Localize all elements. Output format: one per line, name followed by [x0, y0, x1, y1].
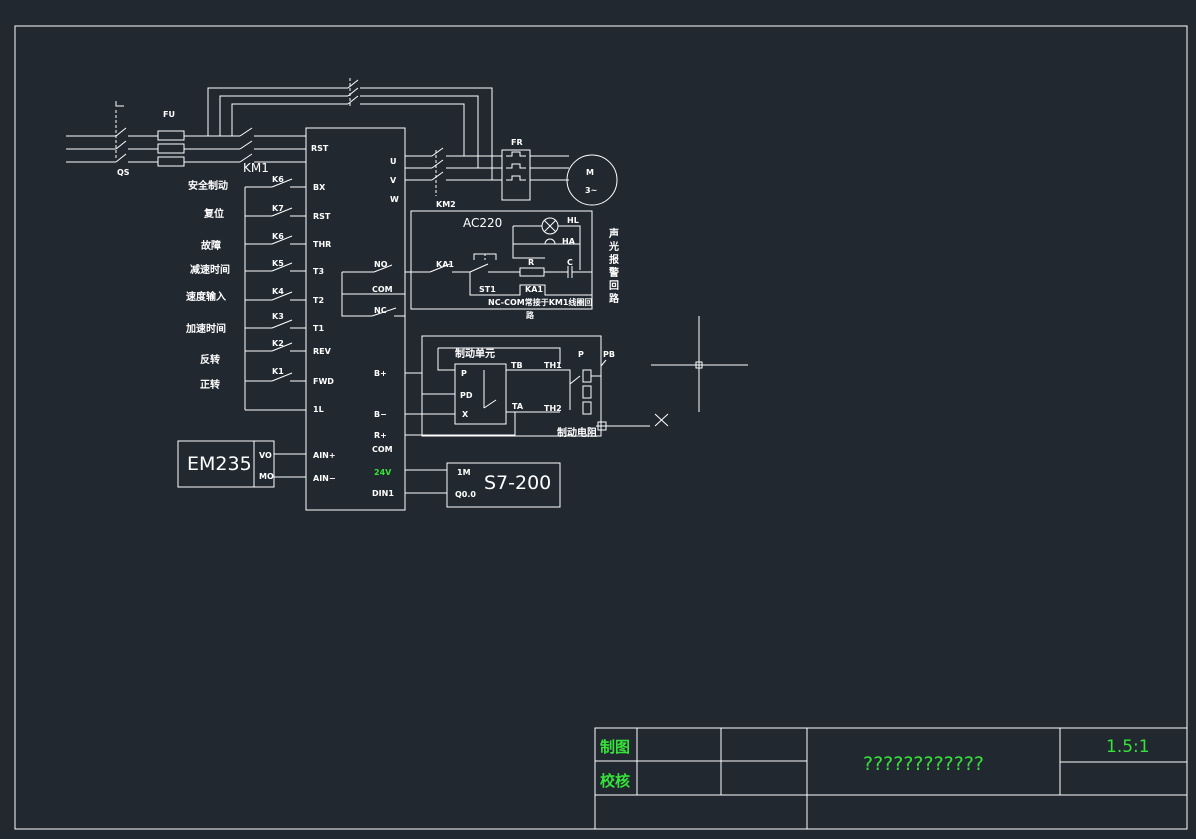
- fu-label: FU: [163, 110, 175, 119]
- r-label: R: [528, 258, 534, 267]
- alarm-text-4: 警: [608, 266, 619, 279]
- switch-k6b: K6: [272, 232, 284, 241]
- vfd-term-nc: NC: [374, 306, 387, 315]
- vfd-term-t1: T1: [313, 324, 324, 333]
- s7200-q00: Q0.0: [455, 490, 476, 499]
- func-fault: 故障: [201, 239, 221, 252]
- alarm-text-3: 报: [609, 253, 619, 266]
- nc-com-note: NC-COM常接于KM1线圈回: [488, 297, 592, 307]
- brake-circuit: 制动单元 P PD X TB TA TH1 TH2 P PB 制动电阻: [405, 335, 669, 439]
- title-block: 制图 校核 ???????????? 1.5:1: [594, 727, 1188, 830]
- switch-k5: K5: [272, 259, 284, 268]
- func-reverse: 反转: [200, 353, 220, 366]
- motor-m-label: M: [586, 168, 594, 177]
- em235-label: EM235: [187, 453, 252, 475]
- crosshair-cursor-icon: [651, 316, 748, 412]
- switch-k2: K2: [272, 339, 284, 348]
- ka1-label: KA1: [436, 260, 454, 269]
- km2-label: KM2: [436, 200, 456, 209]
- func-reset: 复位: [203, 207, 224, 220]
- switch-k6: K6: [272, 175, 284, 184]
- em235-mo: MO: [259, 472, 274, 481]
- vfd-term-rst: RST: [311, 144, 329, 153]
- func-speed-input: 速度输入: [186, 290, 226, 303]
- vfd-left-terminals: RST BX RST THR T3 T2 T1 REV FWD 1L AIN+ …: [311, 144, 336, 483]
- br-terminal-p: P: [578, 350, 584, 359]
- drawing-name: ????????????: [863, 753, 984, 775]
- switch-k7: K7: [272, 204, 284, 213]
- bu-terminal-pd: PD: [460, 391, 473, 400]
- switch-k3: K3: [272, 312, 284, 321]
- fr-label: FR: [511, 138, 523, 147]
- alarm-circuit: AC220 HL HA R C KA1 ST1: [341, 210, 620, 320]
- input-switch-wiring: K6 K7 K6 K5 K4 K3 K2 K1 安全制动 复位 故障 减速时间 …: [185, 175, 306, 411]
- vfd-term-no: NO: [374, 260, 388, 269]
- motor-output: KM2 FR M 3~: [405, 138, 618, 209]
- s7200-1m: 1M: [457, 468, 471, 477]
- br-terminal-th1: TH1: [544, 361, 562, 370]
- ha-label: HA: [562, 237, 576, 246]
- vfd-term-ain-minus: AIN−: [313, 474, 336, 483]
- vfd-term-rst2: RST: [313, 212, 331, 221]
- bu-terminal-x: X: [462, 410, 469, 419]
- func-forward: 正转: [200, 378, 220, 391]
- em235-module: EM235 VO MO: [177, 440, 306, 488]
- motor-3ph-label: 3~: [585, 186, 597, 195]
- motor-symbol: [566, 154, 618, 206]
- brake-unit-label: 制动单元: [455, 347, 495, 360]
- alarm-text-5: 回: [609, 280, 619, 292]
- scale-value: 1.5:1: [1106, 737, 1150, 757]
- s7200-label: S7-200: [484, 472, 551, 494]
- vfd-term-ain-plus: AIN+: [313, 451, 336, 460]
- drawn-by-label: 制图: [600, 738, 630, 756]
- checked-by-label: 校核: [600, 772, 630, 790]
- vfd-term-1l: 1L: [313, 405, 324, 414]
- vfd-term-bx: BX: [313, 183, 326, 192]
- alarm-text-2: 光: [608, 240, 619, 253]
- vfd-term-24v: 24V: [374, 468, 392, 477]
- s7200-module: S7-200 1M Q0.0: [405, 462, 561, 508]
- vfd-term-com2: COM: [372, 445, 393, 454]
- vfd-body: [305, 127, 406, 511]
- vfd-term-din1: DIN1: [372, 489, 394, 498]
- c-label: C: [567, 258, 573, 267]
- vfd-term-w: W: [390, 195, 399, 204]
- br-terminal-th2: TH2: [544, 404, 562, 413]
- brake-resistor-label: 制动电阻: [557, 426, 597, 439]
- km1-label: KM1: [243, 161, 269, 175]
- vfd-term-rplus: R+: [374, 431, 387, 440]
- nc-com-note-2: 路: [526, 310, 535, 320]
- hl-label: HL: [567, 216, 579, 225]
- vfd-right-terminals: U V W NO COM NC B+ B− R+ COM 24V DIN1: [372, 157, 399, 498]
- ka1-coil-label: KA1: [525, 285, 543, 294]
- vfd-term-thr: THR: [313, 240, 331, 249]
- bu-terminal-tb: TB: [511, 361, 523, 370]
- bu-terminal-p: P: [461, 369, 467, 378]
- st1-label: ST1: [479, 285, 496, 294]
- switch-k1: K1: [272, 367, 284, 376]
- pb-label: PB: [603, 350, 615, 359]
- alarm-text-1: 声: [608, 227, 619, 240]
- vfd-term-t2: T2: [313, 296, 324, 305]
- vfd-term-bplus: B+: [374, 369, 387, 378]
- vfd-term-com: COM: [372, 285, 393, 294]
- three-phase-supply: QS FU KM1: [66, 78, 493, 180]
- vfd-term-bminus: B−: [374, 410, 387, 419]
- qs-label: QS: [117, 168, 130, 177]
- func-safety-brake: 安全制动: [188, 179, 228, 192]
- vfd-term-t3: T3: [313, 267, 324, 276]
- func-decel-time: 减速时间: [190, 263, 230, 276]
- func-accel-time: 加速时间: [185, 322, 226, 335]
- alarm-text-6: 路: [609, 292, 620, 305]
- vfd-term-v: V: [390, 176, 397, 185]
- em235-vo: VO: [259, 451, 272, 460]
- bu-terminal-ta: TA: [512, 402, 524, 411]
- vfd-term-rev: REV: [313, 347, 332, 356]
- vfd-term-fwd: FWD: [313, 377, 334, 386]
- vfd-term-u: U: [390, 157, 397, 166]
- ac220-label: AC220: [463, 216, 502, 230]
- switch-k4: K4: [272, 287, 284, 296]
